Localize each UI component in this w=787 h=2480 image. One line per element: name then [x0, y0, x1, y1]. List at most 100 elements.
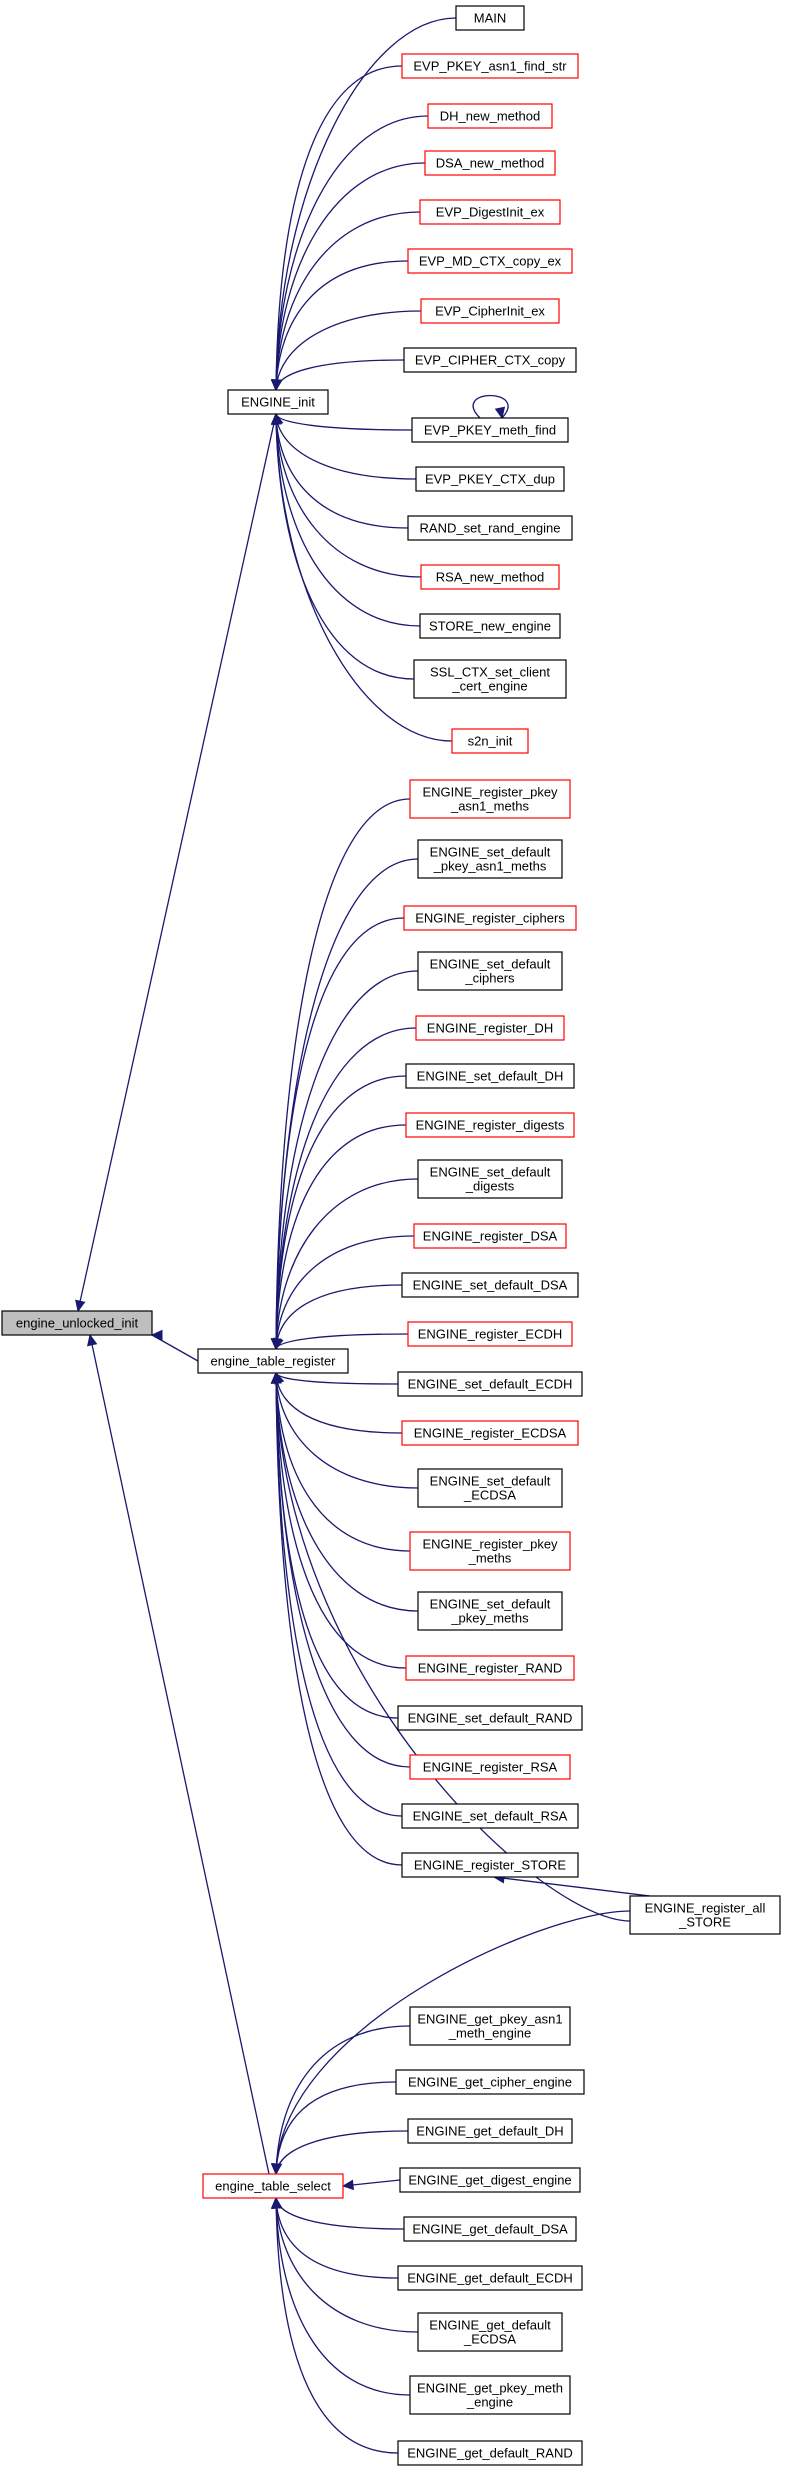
node-hub_init[interactable]: ENGINE_init	[227, 389, 329, 415]
node-c14[interactable]: SSL_CTX_set_client_cert_engine	[413, 659, 567, 699]
node-label: engine_unlocked_init	[16, 1316, 139, 1331]
node-r6[interactable]: ENGINE_set_default_DH	[405, 1063, 575, 1089]
node-rall[interactable]: ENGINE_register_all_STORE	[629, 1895, 781, 1935]
node-c13[interactable]: STORE_new_engine	[419, 613, 561, 639]
edge-line	[275, 2197, 419, 2333]
node-s7[interactable]: ENGINE_get_default_ECDSA	[417, 2312, 563, 2352]
node-r10[interactable]: ENGINE_set_default_DSA	[401, 1272, 579, 1298]
node-c7[interactable]: EVP_CipherInit_ex	[420, 298, 560, 324]
edge-r7-to-hub_register	[270, 1124, 407, 1351]
edge-hub_select-to-root	[87, 1333, 270, 2175]
edge-arrowhead	[270, 2196, 282, 2209]
node-box	[451, 728, 529, 754]
node-c1[interactable]: MAIN	[455, 5, 525, 31]
edge-line	[275, 115, 429, 391]
edge-line	[275, 413, 422, 578]
node-s6[interactable]: ENGINE_get_default_ECDH	[397, 2265, 583, 2291]
node-c6[interactable]: EVP_MD_CTX_copy_ex	[407, 248, 573, 274]
node-s9[interactable]: ENGINE_get_default_RAND	[397, 2440, 583, 2466]
node-r17[interactable]: ENGINE_register_RAND	[405, 1655, 575, 1681]
node-r19[interactable]: ENGINE_register_RSA	[409, 1754, 571, 1780]
node-r12[interactable]: ENGINE_set_default_ECDH	[397, 1371, 583, 1397]
node-layer: engine_unlocked_init ENGINE_init engine_ta…	[1, 5, 781, 2466]
node-box	[407, 2118, 573, 2144]
edge-line	[77, 413, 277, 1312]
node-box	[407, 248, 573, 274]
node-r20[interactable]: ENGINE_set_default_RSA	[401, 1803, 579, 1829]
node-r14[interactable]: ENGINE_set_default_ECDSA	[417, 1468, 563, 1508]
node-s5[interactable]: ENGINE_get_default_DSA	[403, 2216, 577, 2242]
edge-r13-to-hub_register	[271, 1371, 403, 1434]
node-box	[419, 199, 561, 225]
node-label: ENGINE_register_digests	[416, 1118, 565, 1133]
node-c2[interactable]: EVP_PKEY_asn1_find_str	[401, 53, 579, 79]
node-label: EVP_CipherInit_ex	[435, 304, 545, 319]
node-r7[interactable]: ENGINE_register_digests	[405, 1112, 575, 1138]
node-label: ENGINE_register_pkey	[422, 1537, 558, 1552]
node-s3[interactable]: ENGINE_get_default_DH	[407, 2118, 573, 2144]
node-label: SSL_CTX_set_client	[430, 665, 550, 680]
node-label: ENGINE_set_default	[430, 957, 551, 972]
node-s2[interactable]: ENGINE_get_cipher_engine	[395, 2069, 585, 2095]
node-box	[629, 1895, 781, 1935]
node-c8[interactable]: EVP_CIPHER_CTX_copy	[403, 347, 577, 373]
node-box	[397, 1705, 583, 1731]
node-c4[interactable]: DSA_new_method	[424, 150, 556, 176]
node-label: ENGINE_register_RSA	[423, 1760, 558, 1775]
node-c12[interactable]: RSA_new_method	[420, 564, 560, 590]
edge-arrowhead	[75, 1299, 86, 1313]
node-hub_select[interactable]: engine_table_select	[202, 2173, 344, 2199]
node-label: ENGINE_get_default_DH	[416, 2124, 563, 2139]
node-label: ENGINE_get_digest_engine	[408, 2173, 571, 2188]
edge-r3-to-hub_register	[270, 917, 405, 1351]
node-r4[interactable]: ENGINE_set_default_ciphers	[417, 951, 563, 991]
node-s4[interactable]: ENGINE_get_digest_engine	[399, 2167, 581, 2193]
node-box	[399, 2167, 581, 2193]
edge-r15-to-hub_register	[270, 1371, 411, 1552]
node-r2[interactable]: ENGINE_set_default_pkey_asn1_meths	[417, 839, 563, 879]
node-r18[interactable]: ENGINE_set_default_RAND	[397, 1705, 583, 1731]
node-r13[interactable]: ENGINE_register_ECDSA	[401, 1420, 579, 1446]
node-r9[interactable]: ENGINE_register_DSA	[413, 1223, 567, 1249]
edge-line	[275, 970, 419, 1350]
node-r8[interactable]: ENGINE_set_default_digests	[417, 1159, 563, 1199]
node-label: ENGINE_register_ECDH	[418, 1327, 563, 1342]
node-c5[interactable]: EVP_DigestInit_ex	[419, 199, 561, 225]
edge-r14-to-hub_register	[271, 1371, 419, 1489]
node-box	[405, 1112, 575, 1138]
node-c9[interactable]: EVP_PKEY_meth_find	[411, 417, 569, 443]
node-r5[interactable]: ENGINE_register_DH	[415, 1015, 565, 1041]
node-c3[interactable]: DH_new_method	[427, 103, 553, 129]
node-label: ENGINE_get_pkey_asn1	[417, 2012, 562, 2027]
edge-r20-to-hub_register	[270, 1371, 403, 1817]
node-box	[413, 659, 567, 699]
node-box	[401, 1420, 579, 1446]
node-label: EVP_MD_CTX_copy_ex	[419, 254, 562, 269]
edge-arrowhead	[150, 1329, 163, 1341]
node-box	[397, 2265, 583, 2291]
edge-r21-to-hub_register	[270, 1371, 403, 1866]
node-c11[interactable]: RAND_set_rand_engine	[407, 515, 573, 541]
node-r21[interactable]: ENGINE_register_STORE	[401, 1852, 579, 1878]
node-r16[interactable]: ENGINE_set_default_pkey_meths	[417, 1591, 563, 1631]
node-r15[interactable]: ENGINE_register_pkey_meths	[409, 1531, 571, 1571]
node-label: _cert_engine	[451, 679, 527, 694]
node-r11[interactable]: ENGINE_register_ECDH	[407, 1321, 573, 1347]
node-s8[interactable]: ENGINE_get_pkey_meth_engine	[409, 2375, 571, 2415]
node-hub_register[interactable]: engine_table_register	[197, 1348, 349, 1374]
edge-line	[275, 413, 421, 627]
edge-arrowhead	[341, 2179, 354, 2191]
node-r3[interactable]: ENGINE_register_ciphers	[403, 905, 577, 931]
node-c10[interactable]: EVP_PKEY_CTX_dup	[415, 466, 565, 492]
node-label: ENGINE_set_default	[430, 845, 551, 860]
edge-line	[275, 2197, 399, 2454]
edge-s7-to-hub_select	[271, 2196, 419, 2333]
node-label: ENGINE_get_pkey_meth	[417, 2381, 563, 2396]
edge-c9-to-hub_init	[273, 412, 413, 431]
node-c15[interactable]: s2n_init	[451, 728, 529, 754]
edge-line	[275, 17, 457, 391]
node-root[interactable]: engine_unlocked_init	[1, 1310, 153, 1336]
node-r1[interactable]: ENGINE_register_pkey_asn1_meths	[409, 779, 571, 819]
node-s1[interactable]: ENGINE_get_pkey_asn1_meth_engine	[409, 2006, 571, 2046]
edge-arrowhead	[273, 1337, 284, 1351]
